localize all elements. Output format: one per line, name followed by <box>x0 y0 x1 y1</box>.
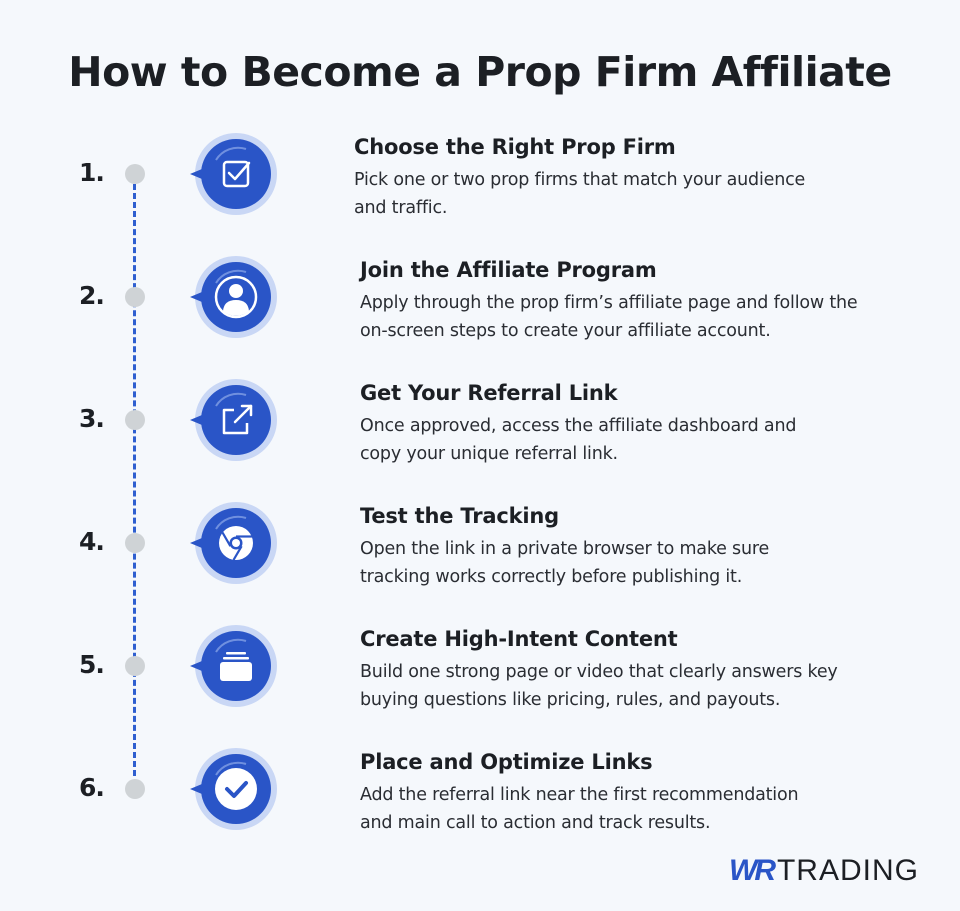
step-description: Pick one or two prop firms that match yo… <box>354 170 806 218</box>
browser-icon <box>190 502 277 584</box>
checkbox-icon <box>190 133 277 215</box>
folder-stack-icon <box>190 625 277 707</box>
check-circle-icon <box>190 748 277 830</box>
step-title: Create High-Intent Content <box>360 627 678 651</box>
step-description: Open the link in a private browser to ma… <box>360 539 770 587</box>
step-content: Place and Optimize Links Add the referra… <box>360 749 880 837</box>
timeline-dot <box>125 533 145 553</box>
step-badge <box>190 499 278 587</box>
step-number: 4. <box>79 527 105 556</box>
step-number: 5. <box>79 650 105 679</box>
step-content: Join the Affiliate Program Apply through… <box>360 257 880 345</box>
step-3: 3. Get Your Referral Link Once approved,… <box>0 364 960 474</box>
step-2: 2. Join the Affiliate Program Apply thro… <box>0 241 960 351</box>
wr-trading-logo: WR TRADING <box>729 854 919 888</box>
logo-mark: WR <box>729 854 776 887</box>
step-badge <box>190 130 278 218</box>
step-number: 1. <box>79 158 105 187</box>
timeline-dot <box>125 410 145 430</box>
step-content: Test the Tracking Open the link in a pri… <box>360 503 880 591</box>
step-description: Build one strong page or video that clea… <box>360 662 838 710</box>
user-profile-icon <box>190 256 277 338</box>
step-title: Choose the Right Prop Firm <box>354 135 676 159</box>
step-title: Test the Tracking <box>360 504 559 528</box>
step-title: Get Your Referral Link <box>360 381 618 405</box>
step-badge <box>190 622 278 710</box>
step-6: 6. Place and Optimize Links Add the refe… <box>0 733 960 843</box>
step-content: Create High-Intent Content Build one str… <box>360 626 880 714</box>
step-title: Place and Optimize Links <box>360 750 653 774</box>
timeline-dot <box>125 779 145 799</box>
logo-wordmark: TRADING <box>776 854 919 887</box>
step-badge <box>190 745 278 833</box>
page-title: How to Become a Prop Firm Affiliate <box>68 48 892 96</box>
step-title: Join the Affiliate Program <box>360 258 657 282</box>
timeline-dashed-line <box>133 184 136 776</box>
step-description: Once approved, access the affiliate dash… <box>360 416 797 464</box>
step-number: 6. <box>79 773 105 802</box>
step-4: 4. Test the Tracking Open the link in a … <box>0 487 960 597</box>
step-number: 2. <box>79 281 105 310</box>
timeline-dot <box>125 656 145 676</box>
step-content: Choose the Right Prop Firm Pick one or t… <box>354 134 874 222</box>
step-1: 1. Choose the Right Prop Firm Pick one o… <box>0 118 960 228</box>
step-badge <box>190 376 278 464</box>
timeline-dot <box>125 287 145 307</box>
step-content: Get Your Referral Link Once approved, ac… <box>360 380 880 468</box>
step-description: Apply through the prop firm’s affiliate … <box>360 293 858 341</box>
external-link-icon <box>190 379 277 461</box>
timeline-dot <box>125 164 145 184</box>
step-5: 5. Create High-Intent Content Build one … <box>0 610 960 720</box>
step-description: Add the referral link near the first rec… <box>360 785 799 833</box>
step-number: 3. <box>79 404 105 433</box>
step-badge <box>190 253 278 341</box>
